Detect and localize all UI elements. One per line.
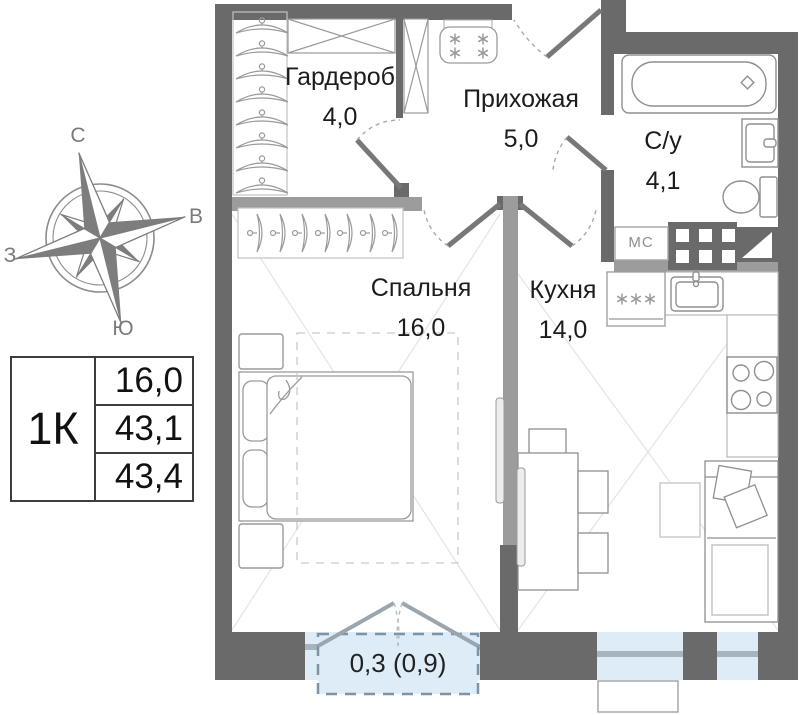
crossed-cabinet xyxy=(287,18,396,54)
bedroom-area: 16,0 xyxy=(396,314,446,342)
unit-type: 1К xyxy=(12,358,96,500)
duct-block xyxy=(737,227,778,262)
wardrobe-area: 4,0 xyxy=(322,103,358,131)
sofa-icon xyxy=(704,460,779,623)
balcony-area-label: 0,3 (0,9) xyxy=(349,648,447,678)
compass-rose xyxy=(10,148,190,328)
bedroom-name: Спальня xyxy=(370,274,472,302)
wardrobe-door xyxy=(355,119,403,190)
ac-basket xyxy=(597,680,679,713)
kitchen-label: Кухня 14,0 xyxy=(530,270,597,350)
hatched-shaft xyxy=(403,18,429,114)
doors xyxy=(317,8,608,648)
wardrobe-furniture xyxy=(232,11,396,196)
compass-north-label: С xyxy=(70,124,86,147)
fridge-icon xyxy=(606,271,666,327)
bedroom-furniture xyxy=(237,207,505,569)
hallway-area: 5,0 xyxy=(503,125,539,153)
kitchen-area: 14,0 xyxy=(538,316,588,344)
bathtub-icon xyxy=(621,54,777,114)
bathroom-door xyxy=(552,135,608,172)
bedroom-label: Спальня 16,0 xyxy=(371,268,471,348)
stove-icon xyxy=(726,356,778,414)
compass-east-label: В xyxy=(188,205,204,228)
dining-set xyxy=(517,428,701,591)
kitchen-furniture xyxy=(516,271,779,623)
vent-shaft xyxy=(668,222,737,270)
window-kitchen-small xyxy=(717,632,758,680)
washing-machine-label: МС xyxy=(628,234,654,251)
bed-zone-dashed xyxy=(296,332,459,564)
walls-load-bearing xyxy=(215,0,798,680)
bed-icon xyxy=(238,371,414,522)
hallway-symbols xyxy=(403,18,498,114)
entrance-door xyxy=(513,8,603,59)
bathroom-fixtures xyxy=(614,54,779,261)
kitchen-door xyxy=(518,202,597,248)
nightstand-bottom xyxy=(238,523,284,569)
toilet-icon xyxy=(722,176,778,218)
total-area-value: 43,4 xyxy=(114,457,183,496)
bathroom-label: С/у 4,1 xyxy=(644,121,682,201)
kitchen-sink-icon xyxy=(670,271,724,312)
kitchen-name: Кухня xyxy=(529,276,597,304)
bathroom-name: С/у xyxy=(644,127,682,155)
nightstand-top xyxy=(238,333,284,370)
compass-west-label: З xyxy=(3,244,17,267)
washing-machine-box xyxy=(614,226,669,261)
wardrobe-name: Гардероб xyxy=(285,63,395,91)
window-kitchen-large xyxy=(597,632,683,680)
hood-box xyxy=(439,26,498,64)
balcony-french-doors xyxy=(317,601,479,648)
bathroom-area: 4,1 xyxy=(645,167,681,195)
tv-bedroom xyxy=(495,397,505,504)
tv-kitchen xyxy=(516,467,526,567)
hallway-label: Прихожая 5,0 xyxy=(463,79,579,159)
wardrobe-label: Гардероб 4,0 xyxy=(285,57,395,137)
living-area-value: 16,0 xyxy=(96,358,192,406)
bedroom-door xyxy=(423,202,502,248)
hallway-name: Прихожая xyxy=(463,85,579,113)
apartment-info-table: 1К 16,0 43,1 43,4 xyxy=(10,356,194,502)
compass-south-label: Ю xyxy=(112,317,134,340)
area-value: 43,1 xyxy=(96,406,192,454)
washbasin-icon xyxy=(741,118,779,168)
